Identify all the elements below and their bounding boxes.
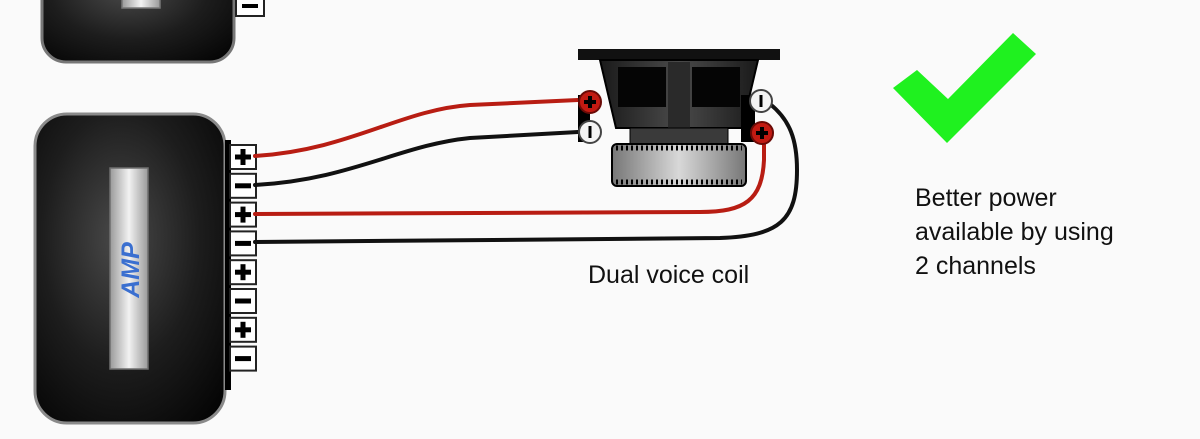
benefit-note-line-3: 2 channels xyxy=(915,252,1036,280)
speaker-caption: Dual voice coil xyxy=(588,261,750,289)
amplifier-top xyxy=(40,0,265,64)
wire-channel2-positive xyxy=(253,138,766,216)
plus-icon-stem xyxy=(240,264,246,281)
amp-label-plate xyxy=(109,167,149,370)
wire-channel1-positive xyxy=(253,98,580,158)
speaker-terminals xyxy=(578,89,774,145)
minus-icon xyxy=(759,95,763,107)
amp-label: AMP xyxy=(117,242,145,299)
plus-icon-stem xyxy=(760,127,764,139)
amp-terminal-strip xyxy=(225,140,257,390)
speaker-magnet xyxy=(611,143,747,187)
wire-channel1-negative xyxy=(253,130,580,187)
plus-icon-stem xyxy=(588,96,592,108)
wire-channel2-negative xyxy=(253,102,800,244)
speaker-frame xyxy=(578,49,780,60)
plus-icon-stem xyxy=(240,321,246,338)
plus-icon-stem xyxy=(240,149,246,165)
speaker xyxy=(578,49,780,187)
minus-icon xyxy=(235,183,251,189)
minus-icon xyxy=(235,356,251,362)
benefit-note-line-2: available by using xyxy=(915,218,1114,246)
plus-icon-stem xyxy=(240,206,246,223)
amplifier: AMP xyxy=(33,112,227,425)
check-mark-icon xyxy=(893,33,1036,143)
benefit-note: Better power available by using 2 channe… xyxy=(915,181,1114,283)
wires xyxy=(253,98,800,244)
minus-icon xyxy=(235,240,251,246)
minus-icon xyxy=(588,126,592,138)
benefit-note-line-1: Better power xyxy=(915,184,1057,212)
minus-icon xyxy=(235,298,251,304)
